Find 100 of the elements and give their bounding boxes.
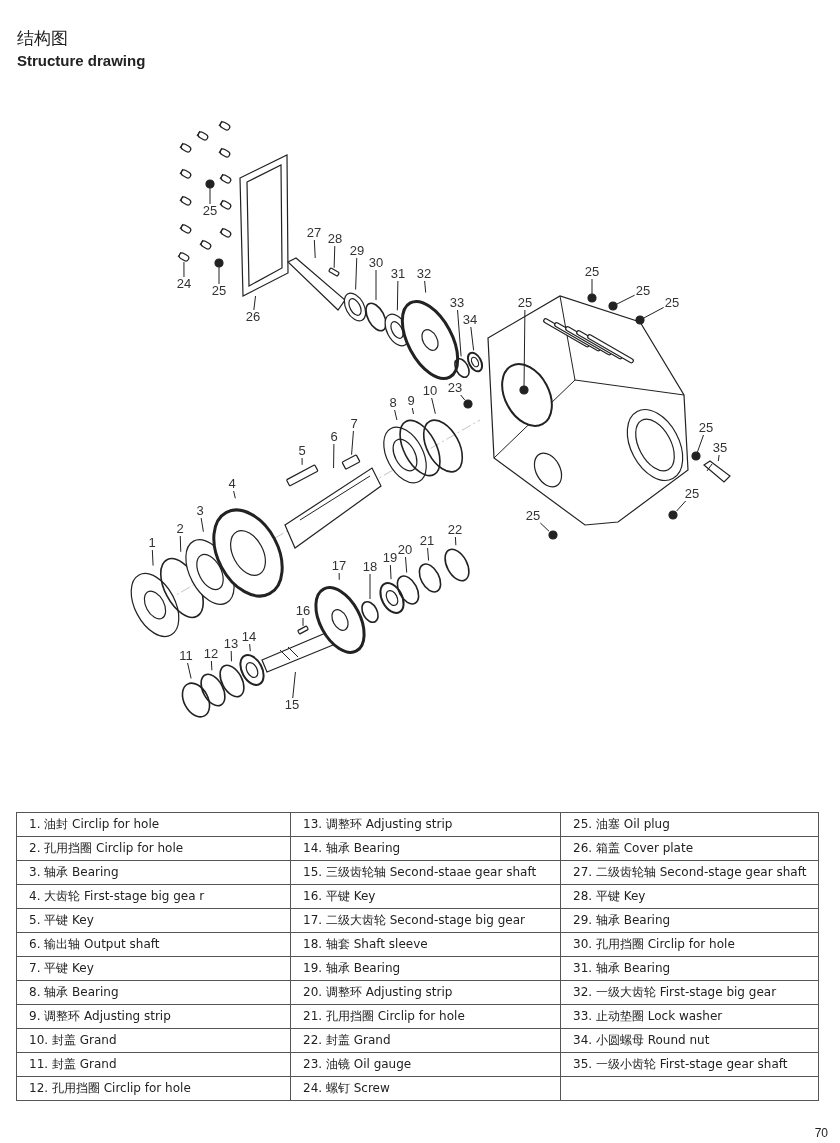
callout-number: 15 <box>284 698 300 712</box>
table-cell: 32. 一级大齿轮 First-stage big gear <box>560 980 819 1005</box>
callout-number: 21 <box>419 534 435 548</box>
leader-line <box>717 454 720 462</box>
oil-gauge <box>463 399 473 409</box>
leader-line <box>233 490 236 499</box>
bearing <box>239 654 265 686</box>
table-cell: 13. 调整环 Adjusting strip <box>290 812 561 837</box>
nut <box>466 351 484 373</box>
leader-line <box>151 549 154 567</box>
bearing <box>379 582 405 614</box>
retaining-ring <box>365 302 387 332</box>
callout-number: 17 <box>331 559 347 573</box>
callout-number: 19 <box>382 551 398 565</box>
callout-number: 29 <box>349 244 365 258</box>
callout-number: 25 <box>211 284 227 298</box>
callout-number: 25 <box>584 265 600 279</box>
table-cell: 14. 轴承 Bearing <box>290 836 561 861</box>
leader-line <box>454 536 457 546</box>
table-cell: 16. 平键 Key <box>290 884 561 909</box>
callout-number: 33 <box>449 296 465 310</box>
callout-number: 14 <box>241 630 257 644</box>
title: 结构图 <box>17 28 68 48</box>
callout-number: 9 <box>407 394 415 408</box>
table-cell: 28. 平键 Key <box>560 884 819 909</box>
table-cell: 19. 轴承 Bearing <box>290 956 561 981</box>
leader-line <box>394 409 398 421</box>
leader-line <box>375 269 377 301</box>
table-cell: 9. 调整环 Adjusting strip <box>16 1004 291 1029</box>
gear <box>314 586 366 654</box>
oil-plug <box>587 293 597 303</box>
leader-line <box>591 278 593 295</box>
leader-line <box>338 572 340 581</box>
table-cell: 5. 平键 Key <box>16 908 291 933</box>
table-cell: 17. 二级大齿轮 Second-stage big gear <box>290 908 561 933</box>
table-cell: 31. 轴承 Bearing <box>560 956 819 981</box>
seal-ring <box>444 548 470 582</box>
callout-number: 18 <box>362 560 378 574</box>
ring <box>200 673 226 707</box>
leader-line <box>470 326 475 351</box>
oil-plug <box>519 385 529 395</box>
table-cell: 35. 一级小齿轮 First-stage gear shaft <box>560 1052 819 1077</box>
key <box>328 267 340 277</box>
shaft <box>261 631 334 673</box>
callout-number: 22 <box>447 523 463 537</box>
leader-line <box>355 257 358 291</box>
ring <box>399 419 441 477</box>
leader-line <box>411 407 414 415</box>
table-cell: 18. 轴套 Shaft sleeve <box>290 932 561 957</box>
oil-plug <box>214 258 224 268</box>
callout-number: 35 <box>712 441 728 455</box>
leader-line <box>292 671 296 699</box>
leader-line <box>333 245 336 269</box>
leader-line <box>427 547 430 562</box>
leader-line <box>424 280 427 294</box>
key <box>297 625 309 635</box>
leader-line <box>369 573 371 600</box>
table-cell: 1. 油封 Circlip for hole <box>16 812 291 837</box>
leader-line <box>218 266 220 285</box>
table-cell: 27. 二级齿轮轴 Second-stage gear shaft <box>560 860 819 885</box>
table-cell: 15. 三级齿轮轴 Second-staae gear shaft <box>290 860 561 885</box>
sleeve <box>361 600 379 624</box>
table-cell: 12. 孔用挡圈 Circlip for hole <box>16 1076 291 1101</box>
table-cell: 8. 轴承 Bearing <box>16 980 291 1005</box>
table-cell: 26. 箱盖 Cover plate <box>560 836 819 861</box>
leader-line <box>431 397 436 415</box>
oil-plug <box>548 530 558 540</box>
table-cell: 2. 孔用挡圈 Circlip for hole <box>16 836 291 861</box>
bearing <box>383 426 427 484</box>
callout-number: 25 <box>684 487 700 501</box>
callout-number: 25 <box>698 421 714 435</box>
leader-line <box>643 306 665 319</box>
callout-number: 8 <box>389 396 397 410</box>
callout-number: 27 <box>306 226 322 240</box>
leader-line <box>539 522 550 532</box>
table-cell: 29. 轴承 Bearing <box>560 908 819 933</box>
callout-number: 30 <box>368 256 384 270</box>
leader-line <box>389 564 392 580</box>
table-cell: 6. 输出轴 Output shaft <box>16 932 291 957</box>
callout-number: 25 <box>635 284 651 298</box>
table-cell: 20. 调整环 Adjusting strip <box>290 980 561 1005</box>
callout-number: 4 <box>228 477 236 491</box>
table-cell: 11. 封盖 Grand <box>16 1052 291 1077</box>
table-cell: 23. 油镜 Oil gauge <box>290 1052 561 1077</box>
leader-line <box>249 643 251 652</box>
callout-number: 24 <box>176 277 192 291</box>
table-cell: 4. 大齿轮 First-stage big gea r <box>16 884 291 909</box>
leader-line <box>200 517 204 533</box>
callout-number: 10 <box>422 384 438 398</box>
washer <box>454 357 470 379</box>
shaft <box>703 460 731 483</box>
leader-line <box>405 556 408 574</box>
callout-number: 3 <box>196 504 204 518</box>
oil-plug <box>635 315 645 325</box>
oil-plug <box>691 451 701 461</box>
ring <box>219 664 245 698</box>
callout-number: 25 <box>664 296 680 310</box>
callout-number: 6 <box>330 430 338 444</box>
seal-ring <box>422 419 464 473</box>
leader-line <box>187 662 192 679</box>
